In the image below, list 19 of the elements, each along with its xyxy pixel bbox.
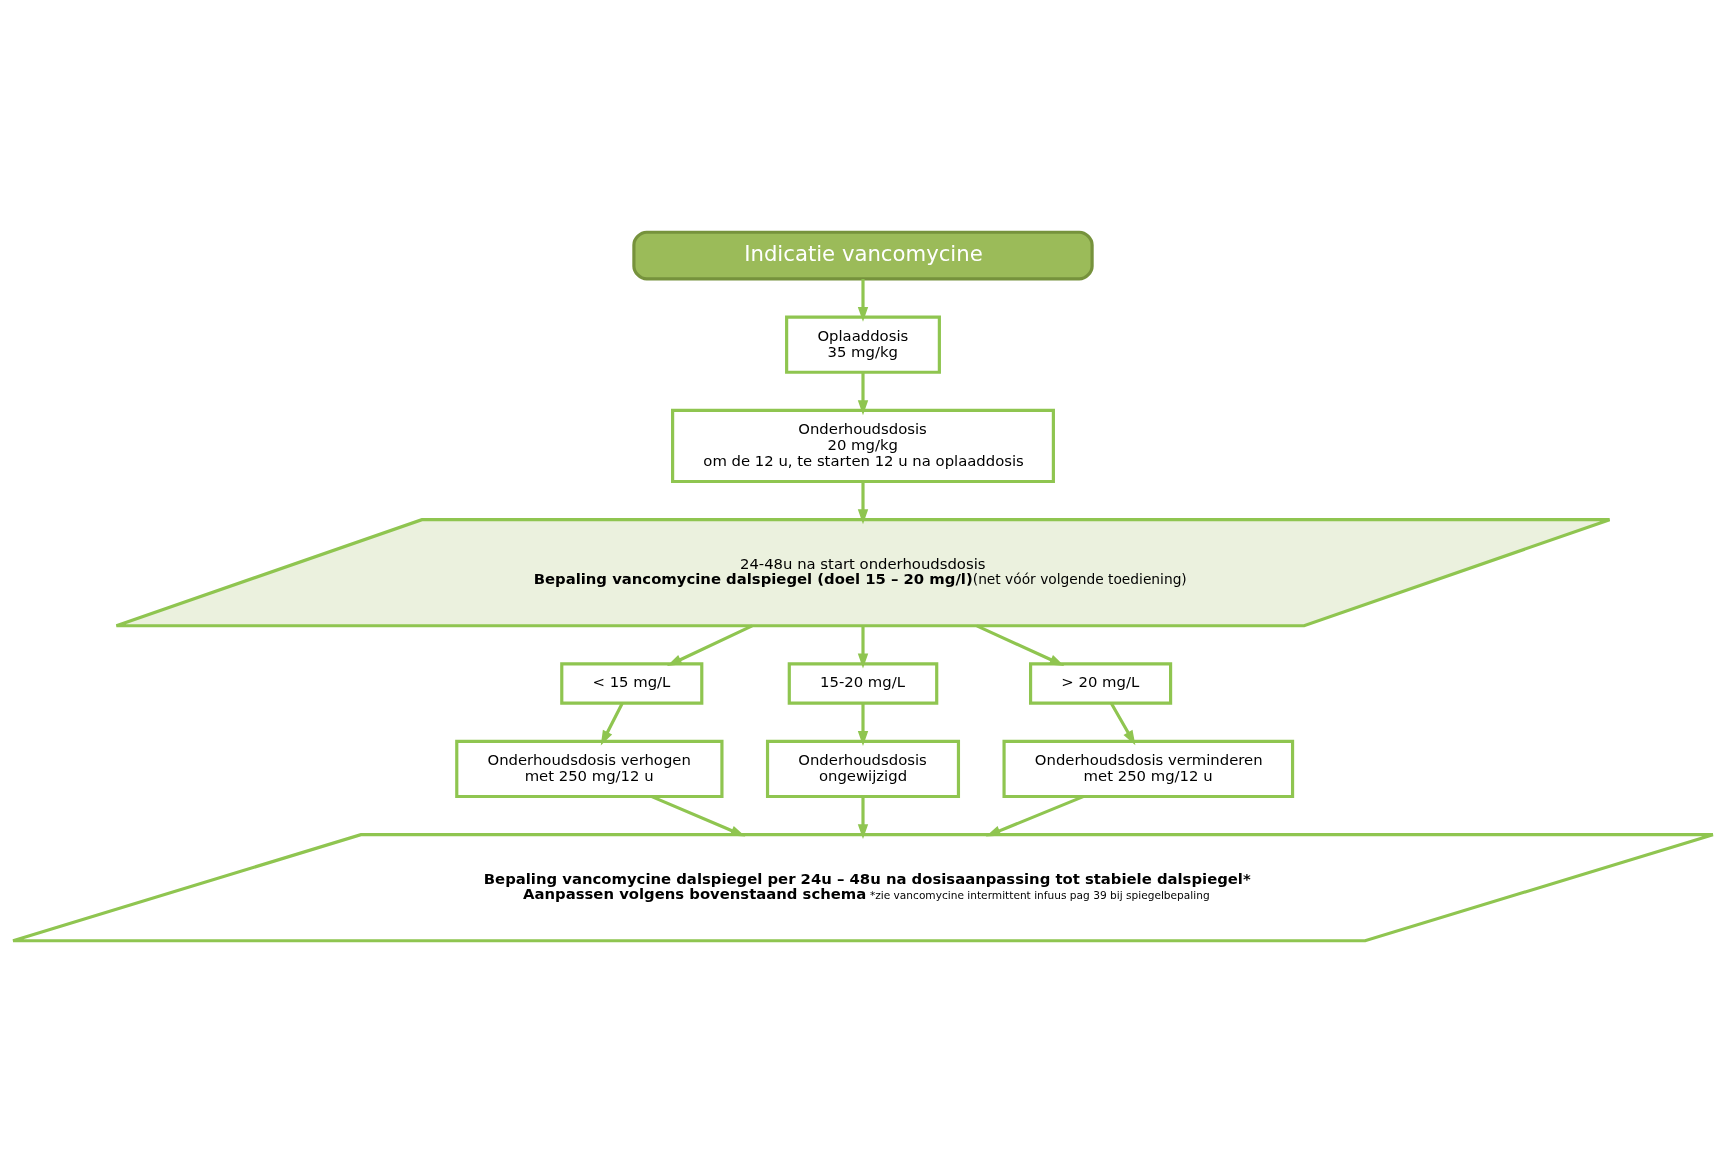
arrow: [857, 796, 869, 839]
node-box: 15-20 mg/L: [787, 661, 939, 705]
arrow: [666, 623, 753, 666]
arrow: [857, 278, 869, 322]
arrow: [600, 702, 624, 745]
node-box: Onderhoudsdosis ongewijzigd: [765, 739, 961, 798]
node-box: < 15 mg/L: [560, 661, 704, 705]
node-box: Onderhoudsdosis verminderen met 250 mg/12 u: [1002, 739, 1295, 798]
arrow: [857, 703, 869, 746]
arrow: [857, 481, 869, 524]
node-box: > 20 mg/L: [1029, 661, 1173, 705]
node-box: Oplaaddosis 35 mg/kg: [785, 315, 941, 374]
node-box: Onderhoudsdosis verhogen met 250 mg/12 u: [455, 739, 724, 798]
arrow: [976, 623, 1065, 666]
node-box: Indicatie vancomycine: [632, 230, 1094, 280]
arrow: [857, 625, 869, 668]
arrow: [1110, 702, 1136, 745]
node-box: Onderhoudsdosis 20 mg/kg om de 12 u, te starten 12 u na oplaaddosis: [671, 408, 1055, 483]
arrow: [857, 371, 869, 415]
